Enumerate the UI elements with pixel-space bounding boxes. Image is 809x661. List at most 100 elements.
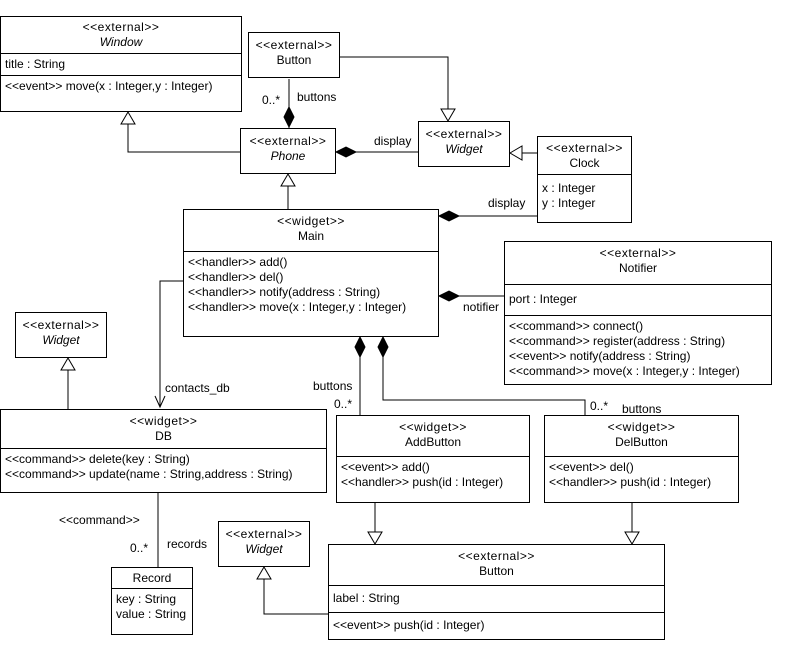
- class-widget-left[interactable]: <<external>> Widget: [15, 312, 107, 358]
- class-name: Button: [276, 53, 312, 67]
- class-name: Widget: [245, 542, 283, 556]
- generalization-phone-window: [127, 113, 241, 153]
- role-label: buttons: [297, 90, 337, 104]
- role-label: buttons: [313, 379, 353, 393]
- operation: <<handler>> push(id : Integer): [549, 475, 712, 489]
- operation: <<handler>> notify(address : String): [188, 285, 381, 299]
- operation-compartment: <<event>> move(x : Integer,y : Integer): [1, 75, 241, 97]
- role-label: display: [488, 196, 526, 210]
- operation: <<event>> push(id : Integer): [333, 618, 485, 632]
- class-addbutton[interactable]: <<widget>> AddButton <<event>> add() <<h…: [336, 415, 530, 503]
- operation: <<handler>> add(): [188, 255, 288, 269]
- operation: <<command>> register(address : String): [509, 334, 726, 348]
- operation-compartment: <<event>> add() <<handler>> push(id : In…: [337, 456, 529, 493]
- attribute: label : String: [333, 591, 400, 605]
- class-record[interactable]: Record key : String value : String: [111, 567, 193, 635]
- attribute: y : Integer: [542, 196, 596, 210]
- association-main-delbutton: [382, 337, 586, 415]
- class-notifier[interactable]: <<external>> Notifier port : Integer <<c…: [504, 241, 772, 385]
- multiplicity-label: 0..*: [590, 399, 609, 413]
- composition-diamond: [377, 335, 389, 359]
- class-widget-bottom[interactable]: <<external>> Widget: [218, 521, 310, 567]
- class-stereotype: <<external>>: [82, 20, 160, 34]
- generalization-arrowhead: [509, 145, 523, 161]
- attribute-compartment: port : Integer: [505, 284, 771, 315]
- operation-compartment: <<command>> connect() <<command>> regist…: [505, 315, 771, 382]
- class-window[interactable]: <<external>> Window title : String <<eve…: [0, 16, 242, 112]
- operation-compartment: <<handler>> add() <<handler>> del() <<ha…: [184, 251, 438, 318]
- class-stereotype: <<external>>: [249, 134, 327, 148]
- generalization-arrowhead: [280, 173, 296, 187]
- operation: <<event>> add(): [341, 460, 430, 474]
- composition-diamond: [437, 210, 461, 222]
- generalization-arrowhead: [367, 531, 383, 545]
- operation: <<command>> delete(key : String): [5, 452, 190, 466]
- class-name: DB: [155, 429, 172, 443]
- class-stereotype: <<widget>>: [399, 420, 467, 434]
- class-name: Clock: [569, 156, 600, 170]
- operation: <<event>> notify(address : String): [509, 349, 691, 363]
- attribute-compartment: title : String: [1, 53, 241, 75]
- class-widget-top[interactable]: <<external>> Widget: [418, 121, 510, 167]
- role-label: buttons: [622, 402, 662, 416]
- operation: <<event>> move(x : Integer,y : Integer): [5, 79, 213, 93]
- attribute-compartment: key : String value : String: [112, 588, 192, 625]
- attribute: key : String: [116, 592, 177, 606]
- attribute: value : String: [116, 607, 187, 621]
- multiplicity-label: 0..*: [262, 93, 281, 107]
- class-button-top[interactable]: <<external>> Button: [248, 32, 340, 78]
- attribute: title : String: [5, 57, 66, 71]
- composition-diamond: [437, 290, 461, 302]
- composition-diamond: [334, 146, 358, 158]
- multiplicity-label: 0..*: [130, 541, 149, 555]
- composition-diamond: [354, 335, 366, 359]
- class-stereotype: <<external>>: [255, 38, 333, 52]
- role-label: records: [167, 537, 208, 551]
- operation-compartment: <<event>> del() <<handler>> push(id : In…: [545, 456, 738, 493]
- operation: <<command>> move(x : Integer,y : Integer…: [509, 364, 740, 378]
- class-phone[interactable]: <<external>> Phone: [240, 128, 336, 174]
- attribute: x : Integer: [542, 181, 596, 195]
- class-name: Record: [132, 571, 172, 585]
- class-stereotype: <<external>>: [599, 246, 677, 260]
- operation: <<command>> update(name : String,address…: [5, 467, 293, 481]
- association-main-db: [159, 280, 184, 406]
- operation: <<event>> del(): [549, 460, 634, 474]
- operation: <<command>> connect(): [509, 319, 644, 333]
- role-label: contacts_db: [165, 381, 230, 395]
- class-name: AddButton: [404, 435, 462, 449]
- class-name: Window: [99, 35, 143, 49]
- class-db[interactable]: <<widget>> DB <<command>> delete(key : S…: [0, 409, 327, 493]
- generalization-button-widget: [340, 56, 449, 110]
- class-stereotype: <<external>>: [425, 127, 503, 141]
- class-clock[interactable]: <<external>> Clock x : Integer y : Integ…: [537, 136, 632, 223]
- multiplicity-label: 0..*: [334, 397, 353, 411]
- class-stereotype: <<widget>>: [129, 414, 198, 428]
- class-name: Button: [479, 564, 514, 578]
- generalization-arrowhead: [256, 566, 272, 580]
- generalization-arrowhead: [60, 357, 76, 371]
- stereotype-label: <<command>>: [59, 513, 140, 527]
- operation: <<handler>> push(id : Integer): [341, 475, 504, 489]
- generalization-arrowhead: [120, 111, 136, 125]
- class-name: Widget: [42, 333, 80, 347]
- attribute-compartment: label : String: [329, 585, 664, 612]
- role-label: notifier: [463, 300, 500, 314]
- navigation-arrow: [154, 395, 166, 409]
- class-stereotype: <<widget>>: [277, 214, 345, 228]
- role-label: display: [374, 134, 412, 148]
- class-main[interactable]: <<widget>> Main <<handler>> add() <<hand…: [183, 209, 439, 337]
- operation: <<handler>> move(x : Integer,y : Integer…: [188, 300, 407, 314]
- class-name: DelButton: [615, 435, 668, 449]
- composition-diamond: [283, 105, 295, 129]
- class-name: Main: [297, 229, 324, 243]
- class-name: Phone: [270, 149, 306, 163]
- operation-compartment: <<command>> delete(key : String) <<comma…: [1, 448, 326, 485]
- class-stereotype: <<widget>>: [607, 420, 676, 434]
- attribute: port : Integer: [509, 292, 578, 306]
- class-name: Notifier: [618, 261, 657, 275]
- class-name: Widget: [445, 142, 483, 156]
- class-button-bottom[interactable]: <<external>> Button label : String <<eve…: [328, 544, 665, 640]
- class-delbutton[interactable]: <<widget>> DelButton <<event>> del() <<h…: [544, 415, 739, 503]
